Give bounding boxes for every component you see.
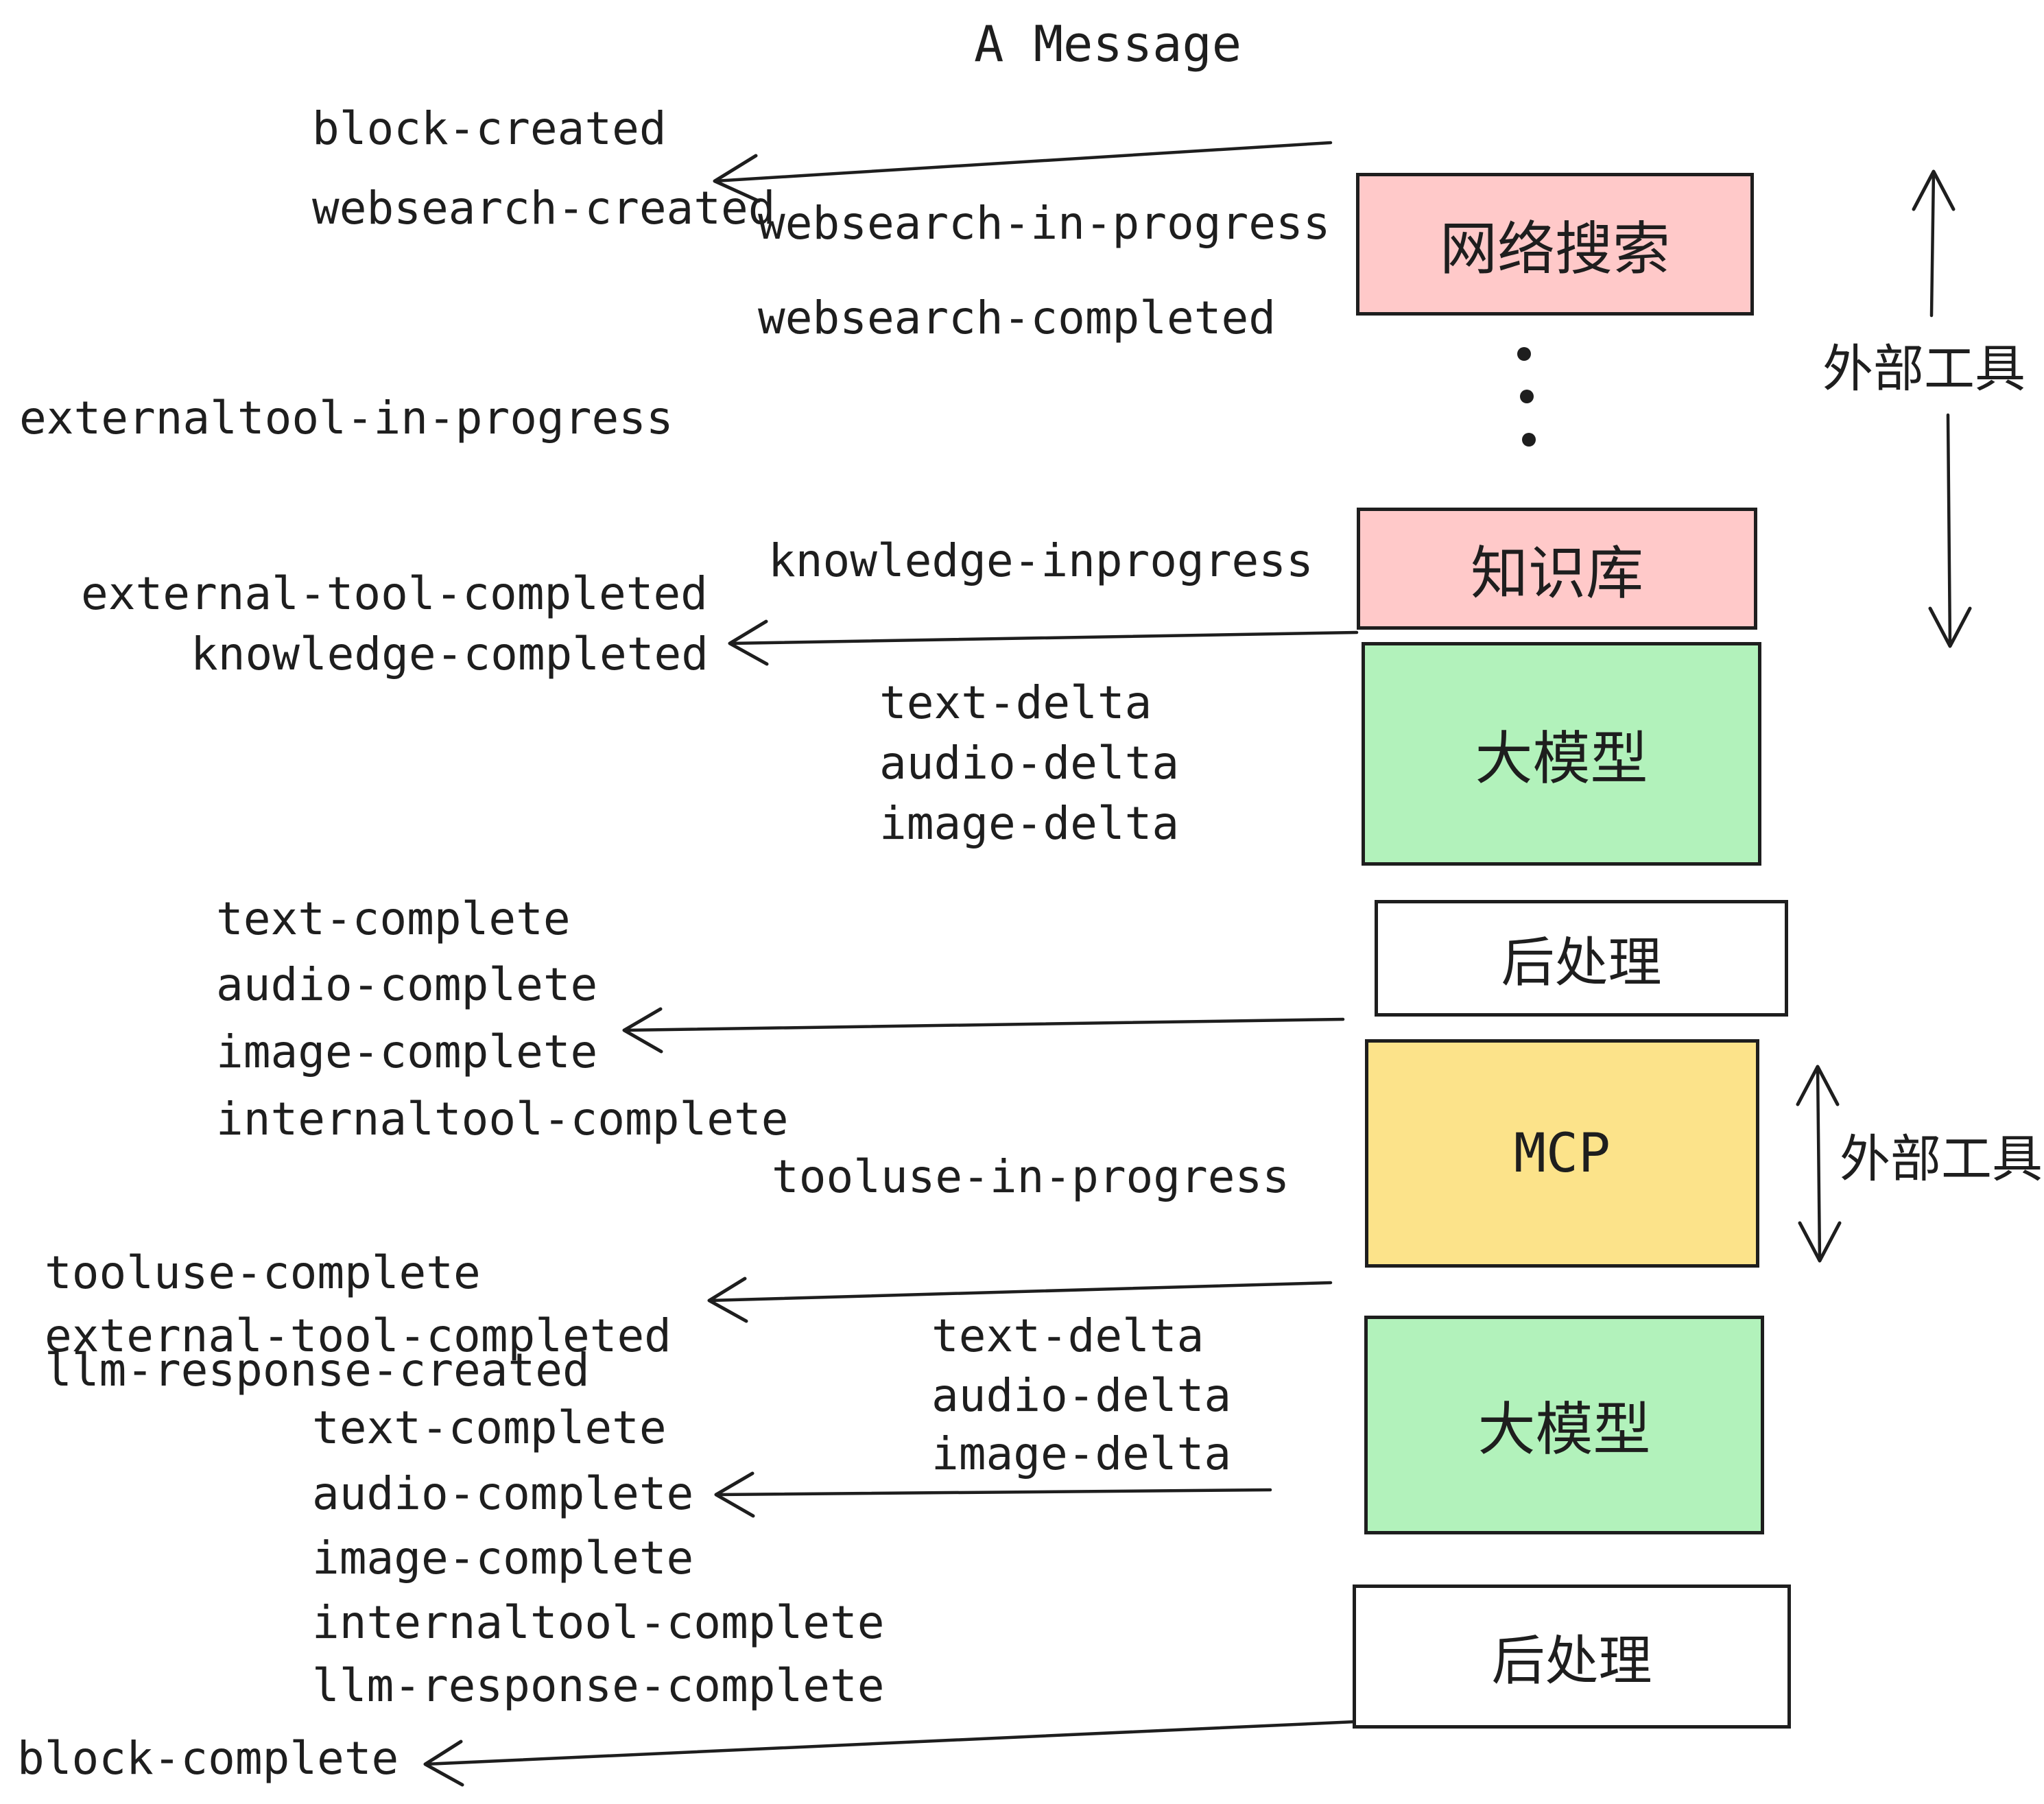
node-llm-1: 大模型 bbox=[1362, 642, 1761, 866]
event-image-delta-1: image-delta bbox=[879, 797, 1180, 850]
event-llm-response-complete: llm-response-complete bbox=[312, 1659, 885, 1712]
event-websearch-completed: websearch-completed bbox=[758, 292, 1276, 344]
node-mcp: MCP bbox=[1365, 1039, 1759, 1268]
event-tooluse-in-progress: tooluse-in-progress bbox=[772, 1150, 1290, 1203]
event-external-tool-completed-2: external-tool-completed bbox=[45, 1309, 672, 1362]
event-image-delta-2: image-delta bbox=[931, 1427, 1232, 1480]
event-tooluse-complete: tooluse-complete bbox=[45, 1246, 481, 1299]
event-audio-delta-1: audio-delta bbox=[879, 737, 1180, 790]
diagram-title: A Message bbox=[974, 15, 1242, 73]
event-text-delta-1: text-delta bbox=[879, 676, 1152, 729]
arrow-block-created bbox=[713, 141, 1333, 203]
arrow-external-tools-down bbox=[1928, 413, 1972, 648]
node-websearch: 网络搜索 bbox=[1356, 173, 1754, 316]
event-image-complete-1: image-complete bbox=[216, 1025, 598, 1078]
arrow-external-tools-mcp bbox=[1796, 1065, 1842, 1263]
arrow-knowledge-completed bbox=[728, 619, 1359, 666]
event-text-complete-1: text-complete bbox=[216, 892, 571, 945]
event-externaltool-in-progress: externaltool-in-progress bbox=[19, 392, 674, 444]
event-external-tool-completed-1: external-tool-completed bbox=[81, 567, 708, 620]
event-text-complete-2: text-complete bbox=[312, 1401, 667, 1454]
arrow-external-tools-up bbox=[1912, 169, 1956, 318]
event-knowledge-completed: knowledge-completed bbox=[191, 628, 709, 680]
event-block-created: block-created bbox=[312, 102, 667, 155]
node-postprocess-1: 后处理 bbox=[1375, 900, 1788, 1017]
event-websearch-created: websearch-created bbox=[312, 182, 776, 235]
event-knowledge-inprogress: knowledge-inprogress bbox=[768, 534, 1314, 587]
vertical-ellipsis-icon bbox=[1517, 347, 1536, 447]
event-audio-complete-1: audio-complete bbox=[216, 958, 598, 1011]
node-knowledge-base: 知识库 bbox=[1357, 508, 1757, 630]
event-llm-response-created: llm-response-created bbox=[45, 1344, 590, 1397]
arrow-block-complete bbox=[423, 1720, 1357, 1787]
event-audio-complete-2: audio-complete bbox=[312, 1467, 694, 1520]
arrow-internal-complete bbox=[622, 1007, 1345, 1054]
event-image-complete-2: image-complete bbox=[312, 1532, 694, 1585]
event-websearch-in-progress: websearch-in-progress bbox=[758, 197, 1331, 250]
node-llm-2: 大模型 bbox=[1364, 1316, 1764, 1534]
label-external-tools-mcp: 外部工具 bbox=[1840, 1130, 2043, 1187]
event-internaltool-complete-2: internaltool-complete bbox=[312, 1596, 885, 1649]
event-block-complete: block-complete bbox=[17, 1732, 399, 1785]
label-external-tools-top: 外部工具 bbox=[1822, 340, 2025, 397]
event-audio-delta-2: audio-delta bbox=[931, 1369, 1232, 1422]
node-postprocess-2: 后处理 bbox=[1353, 1585, 1791, 1729]
event-internaltool-complete-1: internaltool-complete bbox=[216, 1093, 789, 1146]
event-text-delta-2: text-delta bbox=[931, 1309, 1204, 1362]
